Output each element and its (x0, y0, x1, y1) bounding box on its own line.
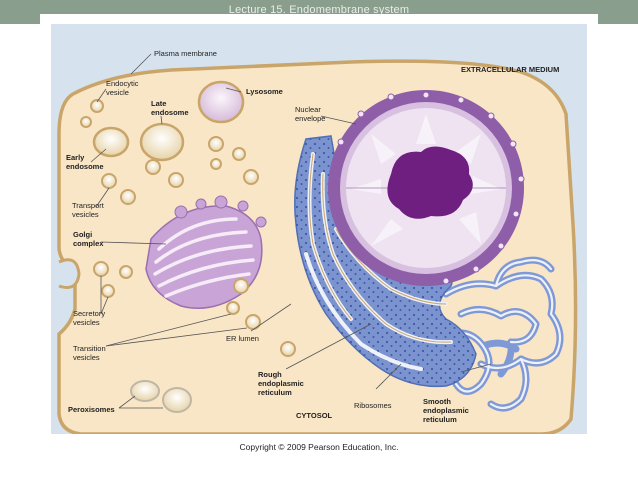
label-secretory-2: vesicles (73, 318, 100, 327)
label-transition-2: vesicles (73, 353, 100, 362)
label-transport-2: vesicles (72, 210, 99, 219)
copyright-caption: Copyright © 2009 Pearson Education, Inc. (239, 442, 399, 452)
label-transition-1: Transition (73, 344, 106, 353)
label-transport-1: Transport (72, 201, 105, 210)
label-golgi-2: complex (73, 239, 104, 248)
cell-diagram: Plasma membrane EXTRACELLULAR MEDIUM End… (51, 24, 587, 436)
smooth-er-lumen (444, 259, 562, 410)
label-early-endosome-2: endosome (66, 162, 104, 171)
label-nuclear-1: Nuclear (295, 105, 321, 114)
label-late-endosome-2: endosome (151, 108, 189, 117)
nucleus (328, 90, 525, 286)
label-smooth-er-2: endoplasmic (423, 406, 469, 415)
label-ribosomes: Ribosomes (354, 401, 392, 410)
label-peroxisomes: Peroxisomes (68, 405, 115, 414)
endocytic-pit (58, 258, 81, 289)
label-golgi-1: Golgi (73, 230, 92, 239)
label-late-endosome-1: Late (151, 99, 166, 108)
label-rough-er-3: reticulum (258, 388, 292, 397)
label-early-endosome-1: Early (66, 153, 85, 162)
label-smooth-er-1: Smooth (423, 397, 451, 406)
label-endocytic-2: vesicle (106, 88, 129, 97)
vesicles (80, 99, 296, 357)
golgi-vesicles (174, 195, 267, 228)
label-smooth-er-3: reticulum (423, 415, 457, 424)
label-plasma-membrane: Plasma membrane (154, 49, 217, 58)
label-secretory-1: Secretory (73, 309, 105, 318)
label-rough-er-2: endoplasmic (258, 379, 304, 388)
leader-lines (90, 53, 492, 409)
late-endosome (139, 122, 185, 162)
nuclear-pores (337, 91, 525, 285)
label-endocytic-1: Endocytic (106, 79, 139, 88)
label-lysosome: Lysosome (246, 87, 283, 96)
slide-title: Lecture 15. Endomembrane system (228, 4, 410, 16)
golgi-cisternae (153, 217, 255, 298)
peroxisomes (130, 380, 192, 413)
label-nuclear-2: envelope (295, 114, 325, 123)
label-er-lumen: ER lumen (226, 334, 259, 343)
label-cytosol: CYTOSOL (296, 411, 333, 420)
lysosome (197, 80, 245, 124)
cell-diagram-svg: Plasma membrane EXTRACELLULAR MEDIUM End… (51, 24, 587, 436)
golgi-complex (145, 195, 267, 309)
nucleolus (387, 146, 473, 219)
early-endosome (92, 126, 130, 158)
label-extracellular-medium: EXTRACELLULAR MEDIUM (461, 65, 559, 74)
slide-header-inner (40, 14, 598, 24)
slide-header-bar (0, 0, 638, 24)
label-rough-er-1: Rough (258, 370, 282, 379)
